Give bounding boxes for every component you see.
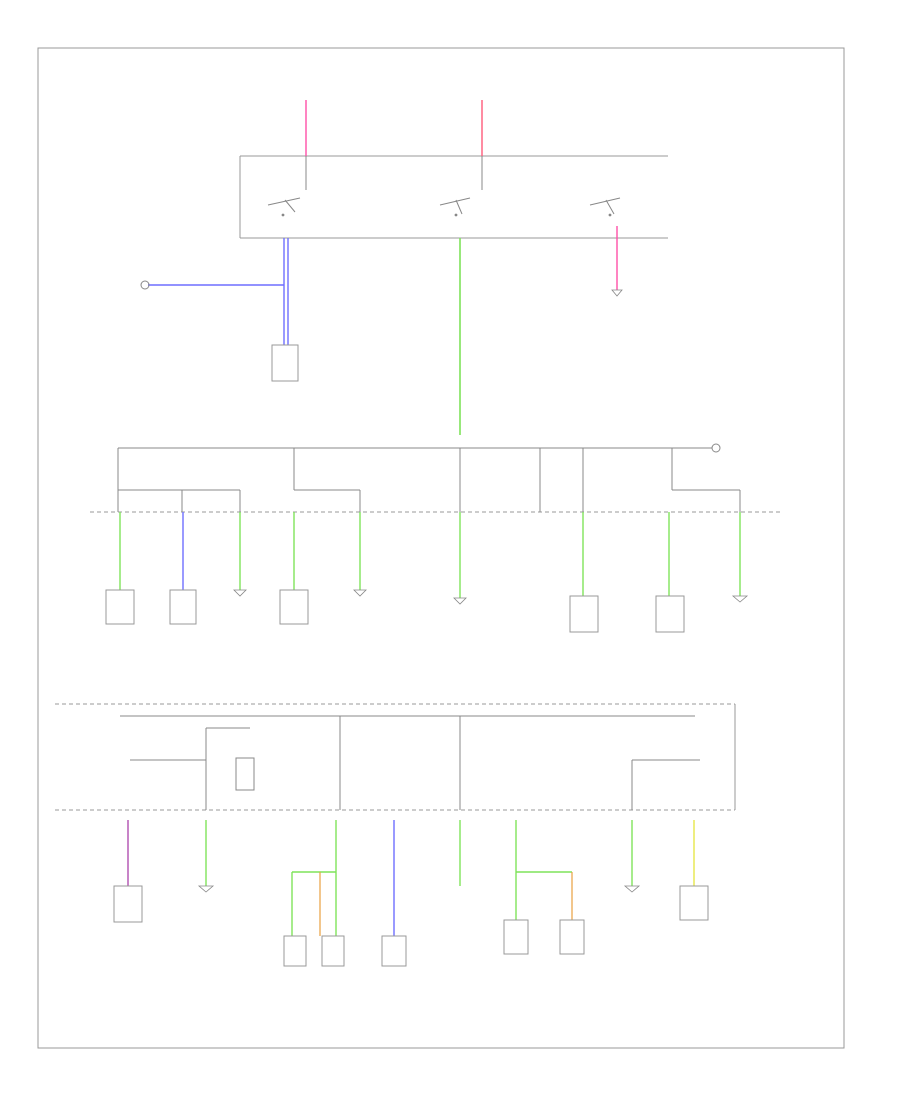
transmission-control-module <box>279 589 309 625</box>
fog-lamp-relay <box>503 919 529 955</box>
fuel-pump-relay <box>569 595 599 633</box>
instrument-cluster <box>679 885 709 921</box>
diagram-frame <box>37 47 845 1049</box>
ignition-coil-module <box>655 595 685 633</box>
steering-control <box>321 935 345 967</box>
horn-relay <box>169 589 197 625</box>
first-bus-loads <box>105 512 749 633</box>
dash-cluster <box>105 589 135 625</box>
climate-control <box>381 935 407 967</box>
interior-junction-box <box>55 703 736 811</box>
starter-circuit <box>140 238 299 382</box>
engine-junction-box <box>90 443 780 513</box>
left-starter-relay <box>271 344 299 382</box>
generic-electronic-module <box>113 885 143 923</box>
hazard-switch <box>283 935 307 967</box>
data-link-connector <box>559 919 585 955</box>
ignition-switch <box>239 155 668 239</box>
second-bus-loads <box>113 820 709 967</box>
